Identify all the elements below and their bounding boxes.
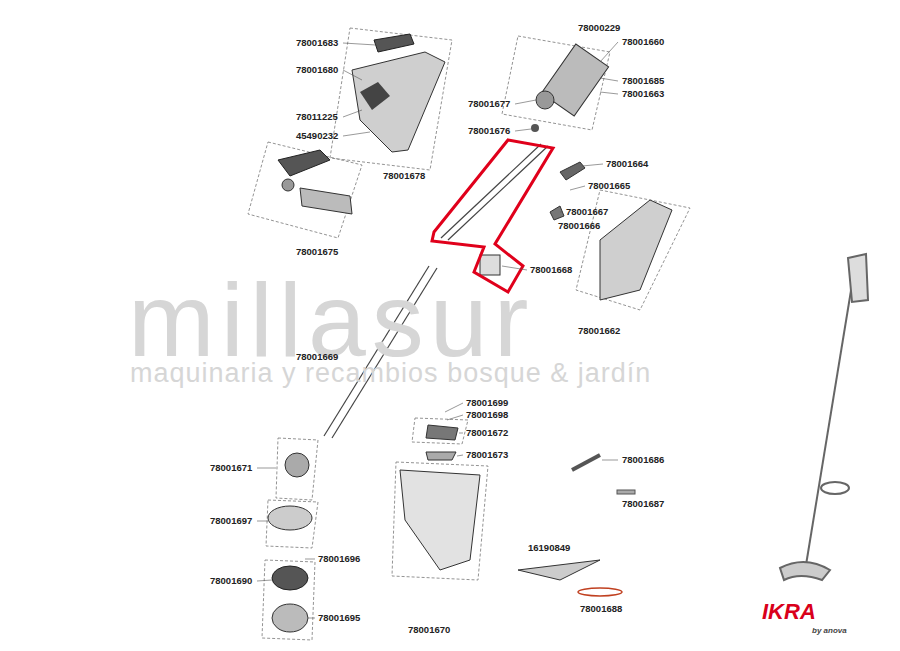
callout-number: 78011225 [296,111,338,123]
callout-number: 78001663 [622,88,664,100]
callout-number: 78001671 [210,462,252,474]
callout-number: 78001696 [318,553,360,565]
callout-number: 45490232 [296,130,338,142]
callout-number: 78001664 [606,158,648,170]
callout-number: 78001677 [468,98,510,110]
callout-number: 78001688 [580,603,622,615]
callout-number: 78001668 [530,264,572,276]
callout-number: 78001670 [408,624,450,636]
callout-number: 78001683 [296,37,338,49]
callout-number: 78001699 [466,397,508,409]
brand-tagline: by anova [812,627,847,636]
callout-number: 78001685 [622,75,664,87]
brand-logo: IKRA [762,600,816,624]
callout-number: 78001690 [210,575,252,587]
callout-number: 78001698 [466,409,508,421]
callout-number: 78001676 [468,125,510,137]
callout-number: 78001660 [622,36,664,48]
callout-number: 78001697 [210,515,252,527]
callout-number: 16190849 [528,542,570,554]
callout-number: 78001672 [466,427,508,439]
callout-number: 78001695 [318,612,360,624]
callout-number: 78001666 [558,220,600,232]
callout-number: 78001678 [383,170,425,182]
callout-number: 78000229 [578,22,620,34]
callout-number: 78001662 [578,325,620,337]
callout-number: 78001686 [622,454,664,466]
callout-number: 78001675 [296,246,338,258]
callout-number: 78001680 [296,64,338,76]
callout-number: 78001669 [296,351,338,363]
watermark-slogan: maquinaria y recambios bosque & jardín [130,360,651,387]
callout-number: 78001667 [566,206,608,218]
callout-number: 78001673 [466,449,508,461]
callout-number: 78001687 [622,498,664,510]
callout-number: 78001665 [588,180,630,192]
